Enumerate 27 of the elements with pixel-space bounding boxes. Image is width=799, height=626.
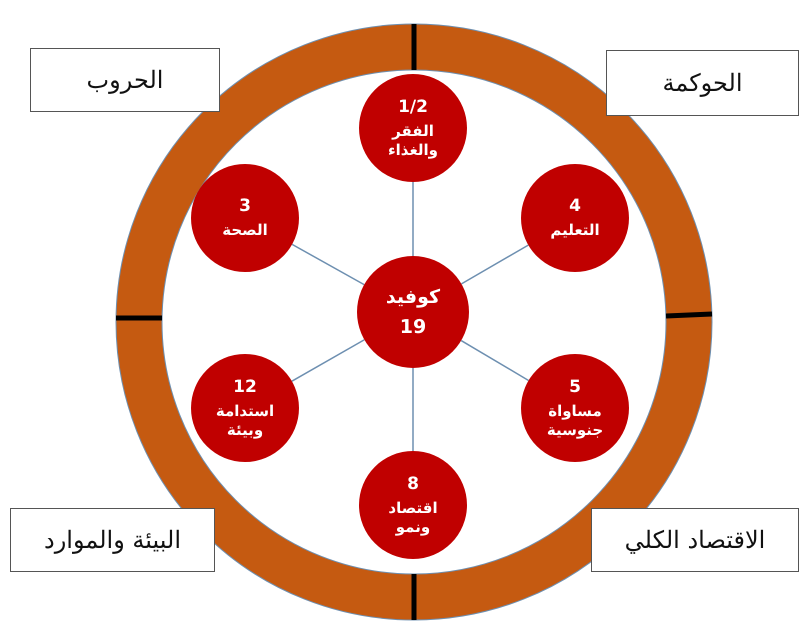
- connector-line: [461, 244, 529, 285]
- hub-label: كوفيد 19: [384, 284, 442, 340]
- label-box: [10, 508, 215, 572]
- goal-number: 3: [239, 196, 251, 218]
- connector-line: [412, 368, 414, 451]
- goal-label: الصحة: [222, 221, 268, 240]
- connector-line: [460, 340, 529, 382]
- category-label: الحوكمة: [662, 69, 743, 97]
- connector-line: [412, 182, 414, 256]
- connector-line: [292, 339, 365, 382]
- category-label: البيئة والموارد: [44, 526, 181, 554]
- category-label: الاقتصاد الكلي: [624, 526, 766, 554]
- label-box: [30, 48, 220, 112]
- goal-label: التعليم: [550, 221, 600, 240]
- goal-number: 4: [569, 196, 581, 218]
- goal-number: 1/2: [398, 96, 428, 118]
- goal-number: 8: [407, 474, 419, 495]
- goal-label: اقتصاد ونمو: [387, 498, 439, 536]
- goal-number: 12: [233, 376, 257, 398]
- goal-label: مساواة جنوسية: [546, 402, 604, 440]
- label-box: [591, 508, 799, 572]
- goal-number: 5: [569, 376, 581, 398]
- goal-label: استدامة وبيئة: [214, 402, 276, 440]
- connector-line: [292, 244, 364, 286]
- label-box: [606, 50, 799, 116]
- goal-label: الفقر والغذاء: [386, 122, 440, 160]
- category-label: الحروب: [86, 66, 164, 94]
